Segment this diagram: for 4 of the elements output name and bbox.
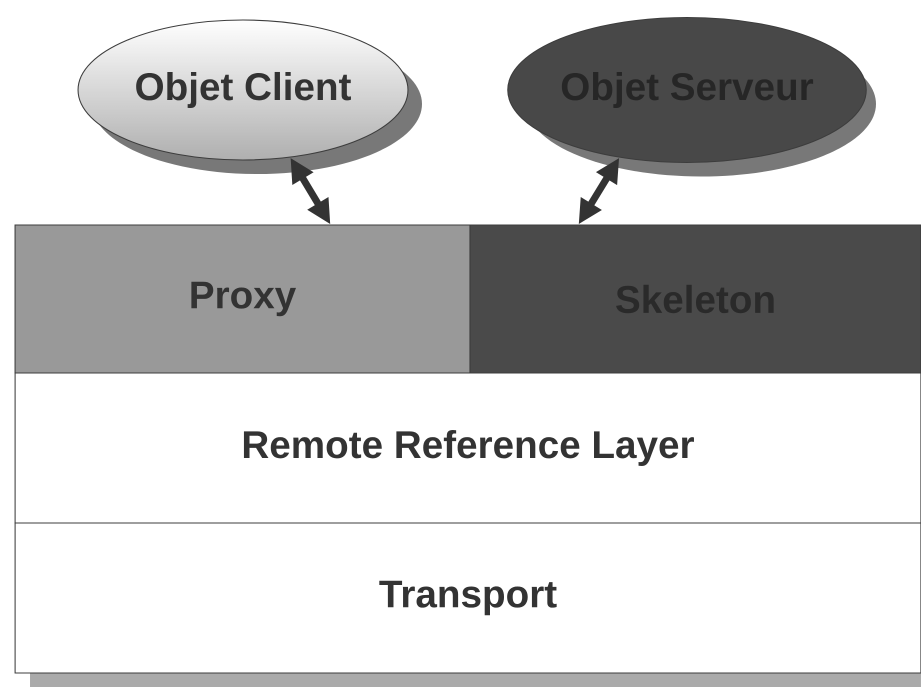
layer-box: Remote Reference Layer bbox=[14, 372, 921, 524]
ellipse-node: Objet Client bbox=[78, 20, 422, 174]
layer-box: Transport bbox=[14, 522, 921, 674]
layer-box: Proxy bbox=[14, 224, 470, 374]
